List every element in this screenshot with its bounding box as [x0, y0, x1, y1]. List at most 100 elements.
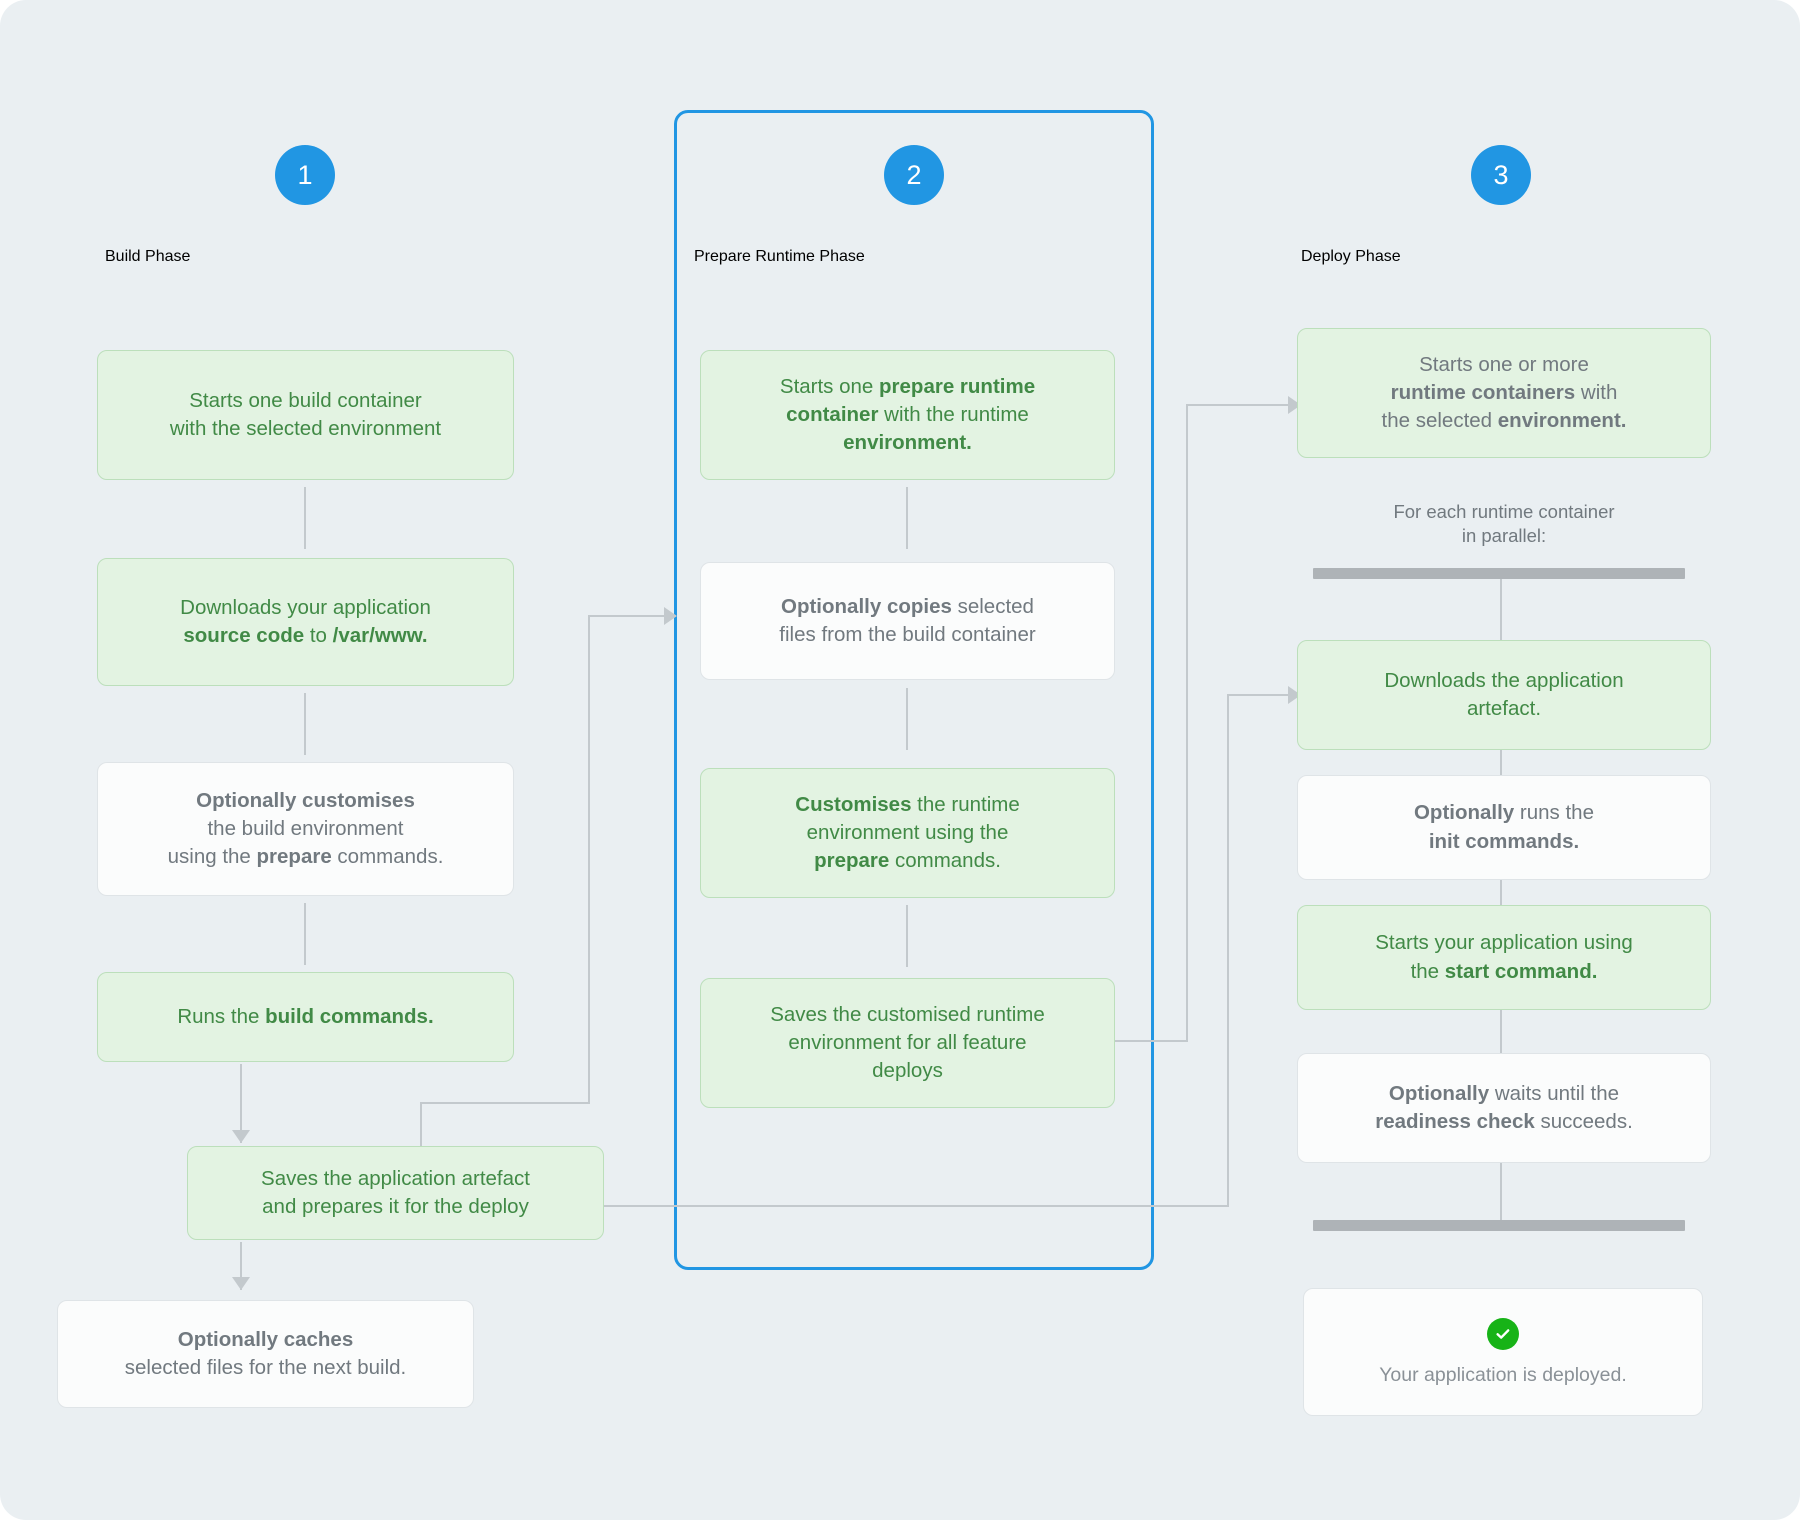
- connector-v: [1500, 750, 1502, 776]
- step-text-line: environment using the: [806, 820, 1009, 844]
- phase-2-badge: 2: [884, 145, 944, 205]
- step-text-line: Optionally copies selected: [781, 594, 1034, 618]
- step-text: Optionally copies selected files from the…: [779, 593, 1035, 650]
- step-text: Optionally runs the init commands.: [1414, 799, 1594, 856]
- step-prepare-optionally-copies: Optionally copies selected files from the…: [700, 562, 1115, 680]
- step-text-line: the build environment: [207, 816, 404, 840]
- step-deploy-start-containers: Starts one or more runtime containers wit…: [1297, 328, 1711, 458]
- connector-v: [588, 615, 590, 1104]
- step-text: Starts one build container with the selec…: [170, 387, 441, 444]
- parallel-join-bar: [1313, 1220, 1685, 1231]
- step-text-line: the selected environment.: [1381, 409, 1627, 433]
- step-text: Optionally caches selected files for the …: [125, 1326, 406, 1383]
- step-text: Saves the application artefact and prepar…: [261, 1165, 530, 1222]
- connector-v: [1500, 579, 1502, 645]
- step-text-line: source code to /var/www.: [183, 624, 428, 647]
- connector-h: [1186, 404, 1299, 406]
- step-text-line: environment.: [843, 431, 972, 455]
- phase-1-badge: 1: [275, 145, 335, 205]
- step-text-line: Runs the build commands.: [177, 1004, 434, 1028]
- connector-h: [588, 615, 676, 617]
- parallel-fork-bar: [1313, 568, 1685, 579]
- step-text-line: container with the runtime: [786, 402, 1029, 426]
- step-text-line: init commands.: [1428, 829, 1580, 853]
- prepare-runtime-phase-frame: [674, 110, 1154, 1270]
- step-build-optionally-customises: Optionally customises the build environme…: [97, 762, 514, 896]
- phase-1-number: 1: [275, 145, 335, 205]
- connector-v: [1186, 404, 1188, 1042]
- phase-2-number: 2: [884, 145, 944, 205]
- connector-v: [1500, 1010, 1502, 1056]
- connector-v: [420, 1102, 422, 1146]
- connector-v: [240, 1064, 242, 1143]
- step-text-line: deploys: [872, 1059, 943, 1083]
- step-text: Optionally customises the build environme…: [168, 787, 444, 872]
- connector-h: [1227, 694, 1299, 696]
- step-text-line: readiness check succeeds.: [1375, 1110, 1633, 1133]
- connector-v: [1500, 880, 1502, 905]
- step-text-line: Starts one prepare runtime: [779, 374, 1036, 398]
- phase-3-badge: 3: [1471, 145, 1531, 205]
- step-text-line: runtime containers with: [1390, 380, 1618, 404]
- step-text: Downloads your application source code to…: [180, 594, 431, 651]
- connector-v: [1227, 694, 1229, 1207]
- arrow-down-icon: [232, 1277, 250, 1290]
- step-text-line: Saves the customised runtime: [770, 1002, 1045, 1026]
- step-text-line: Starts your application using: [1375, 931, 1633, 955]
- step-text-line: Optionally caches: [177, 1327, 354, 1351]
- step-prepare-start-container: Starts one prepare runtime container with…: [700, 350, 1115, 480]
- connector-h: [420, 1102, 590, 1104]
- step-text-line: selected files for the next build.: [124, 1356, 407, 1379]
- step-build-run-commands: Runs the build commands.: [97, 972, 514, 1062]
- step-text-line: with the selected environment: [169, 417, 442, 440]
- parallel-note-line-2: in parallel:: [1461, 525, 1547, 547]
- step-deploy-init-commands: Optionally runs the init commands.: [1297, 775, 1711, 880]
- step-text-line: artefact.: [1466, 697, 1542, 720]
- connector-v: [240, 1242, 242, 1290]
- step-build-start-container: Starts one build container with the selec…: [97, 350, 514, 480]
- step-text: Runs the build commands.: [177, 1003, 433, 1031]
- step-text-line: environment for all feature: [788, 1030, 1027, 1054]
- step-text: Starts one or more runtime containers wit…: [1382, 351, 1627, 436]
- step-build-optionally-caches: Optionally caches selected files for the …: [57, 1300, 474, 1408]
- parallel-note-line-1: For each runtime container: [1393, 501, 1615, 522]
- step-text: Saves the customised runtime environment …: [770, 1001, 1045, 1086]
- phase-1-title: Build Phase: [105, 248, 191, 265]
- deploy-success-card: Your application is deployed.: [1303, 1288, 1703, 1416]
- parallel-note: For each runtime container in parallel:: [1297, 500, 1711, 549]
- step-text-line: Optionally customises: [196, 788, 415, 812]
- step-text: Starts one prepare runtime container with…: [780, 373, 1035, 458]
- step-text-line: Starts one build container: [189, 388, 422, 412]
- step-text-line: Downloads your application: [180, 595, 431, 619]
- connector-h-long: [604, 1205, 1228, 1207]
- connector-v: [906, 688, 908, 750]
- step-text-line: files from the build container: [779, 623, 1036, 646]
- connector-v: [906, 905, 908, 967]
- connector-h: [1115, 1040, 1188, 1042]
- phase-2-title: Prepare Runtime Phase: [694, 248, 865, 265]
- connector-v: [304, 903, 306, 965]
- step-text-line: prepare commands.: [814, 849, 1001, 873]
- step-text-line: Optionally waits until the: [1388, 1081, 1620, 1105]
- deploy-success-text: Your application is deployed.: [1379, 1363, 1627, 1386]
- step-build-download-source: Downloads your application source code to…: [97, 558, 514, 686]
- arrow-right-icon: [664, 607, 677, 625]
- step-deploy-readiness-check: Optionally waits until the readiness chec…: [1297, 1053, 1711, 1163]
- step-prepare-saves-runtime: Saves the customised runtime environment …: [700, 978, 1115, 1108]
- check-circle-icon: [1487, 1317, 1519, 1350]
- step-text-line: Saves the application artefact: [261, 1166, 530, 1190]
- step-text-line: Starts one or more: [1419, 352, 1589, 376]
- connector-v: [304, 693, 306, 755]
- step-text-line: Optionally runs the: [1413, 801, 1594, 825]
- step-text-line: and prepares it for the deploy: [262, 1195, 529, 1218]
- phase-3-title: Deploy Phase: [1301, 248, 1401, 265]
- step-build-save-artefact: Saves the application artefact and prepar…: [187, 1146, 604, 1240]
- connector-v: [304, 487, 306, 549]
- connector-v: [1500, 1163, 1502, 1223]
